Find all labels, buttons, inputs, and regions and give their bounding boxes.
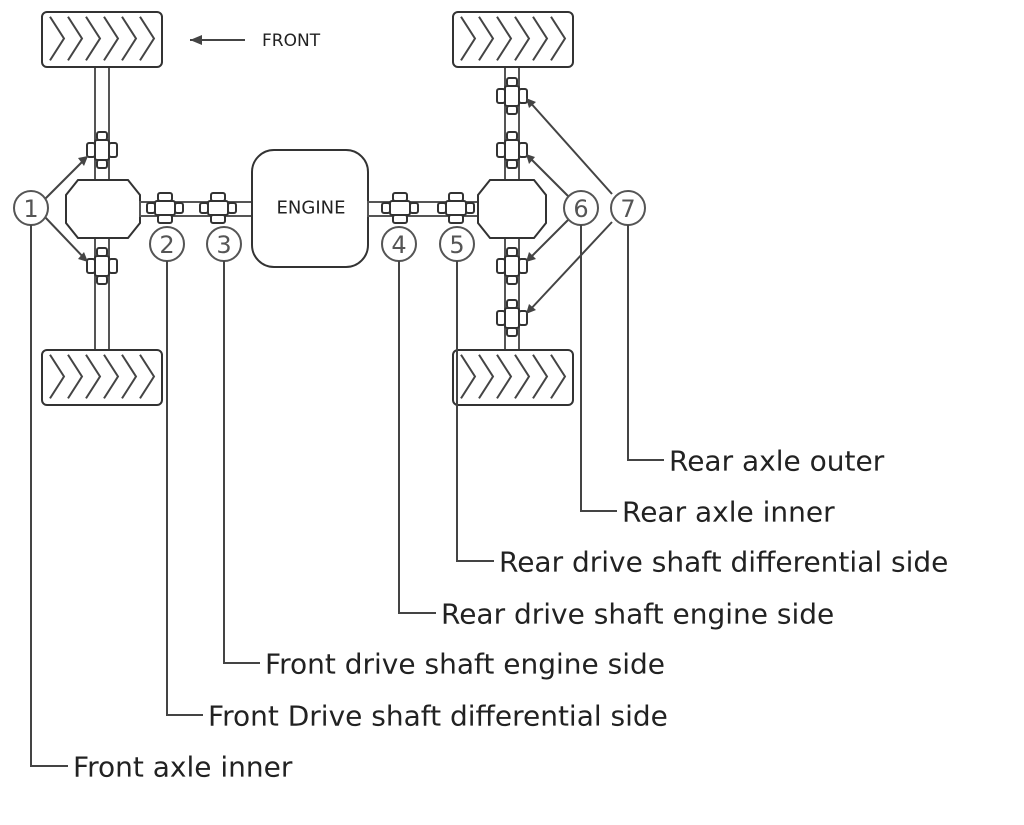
callout-2: 2 — [149, 226, 185, 262]
legend-rear-drive-shaft-engine-side: Rear drive shaft engine side — [441, 598, 834, 631]
callout-1: 1 — [13, 190, 49, 226]
front-right-tire — [41, 349, 163, 406]
arrow-left-icon — [190, 35, 202, 45]
engine-label: ENGINE — [277, 198, 346, 219]
callout-1-number: 1 — [23, 195, 38, 223]
legend-rear-axle-inner: Rear axle inner — [622, 496, 835, 529]
callout-2-number: 2 — [159, 231, 174, 259]
front-indicator: FRONT — [190, 31, 321, 51]
callout-3-number: 3 — [216, 231, 231, 259]
front-label: FRONT — [262, 31, 321, 51]
rear-axle-inner-joint-bottom — [496, 247, 528, 285]
front-driveshaft-engine-joint — [199, 192, 237, 224]
rear-axle-inner-joint-top — [496, 131, 528, 169]
legend-leaders — [30, 225, 664, 767]
callout-5-number: 5 — [449, 231, 464, 259]
front-left-tire — [41, 11, 163, 68]
rear-axle-assembly — [452, 11, 574, 406]
front-driveshaft — [139, 192, 253, 224]
legend: Rear axle outer Rear axle inner Rear dri… — [73, 445, 948, 784]
front-axle-assembly — [41, 11, 163, 406]
legend-front-drive-shaft-differential-side: Front Drive shaft differential side — [208, 700, 668, 733]
rear-axle-outer-joint-bottom — [496, 299, 528, 337]
callout-5: 5 — [439, 226, 475, 262]
callout-7-number: 7 — [620, 195, 635, 223]
callout-4-number: 4 — [391, 231, 406, 259]
callout-arrows — [43, 98, 613, 314]
rear-axle-outer-joint-top — [496, 77, 528, 115]
callout-3: 3 — [206, 226, 242, 262]
front-driveshaft-diff-joint — [146, 192, 184, 224]
front-differential — [65, 179, 141, 239]
engine-block: ENGINE — [251, 149, 369, 268]
legend-front-axle-inner: Front axle inner — [73, 751, 293, 784]
callout-6-number: 6 — [573, 195, 588, 223]
callout-7: 7 — [610, 190, 646, 226]
rear-driveshaft-diff-joint — [437, 192, 475, 224]
legend-front-drive-shaft-engine-side: Front drive shaft engine side — [265, 648, 665, 681]
front-axle-inner-joint-bottom — [86, 247, 118, 285]
rear-driveshaft — [367, 192, 481, 224]
legend-rear-drive-shaft-differential-side: Rear drive shaft differential side — [499, 546, 948, 579]
legend-rear-axle-outer: Rear axle outer — [669, 445, 885, 478]
front-axle-inner-joint-top — [86, 131, 118, 169]
callout-4: 4 — [381, 226, 417, 262]
rear-driveshaft-engine-joint — [381, 192, 419, 224]
rear-right-tire — [452, 349, 574, 406]
rear-left-tire — [452, 11, 574, 68]
callout-6: 6 — [563, 190, 599, 226]
rear-differential — [477, 179, 547, 239]
